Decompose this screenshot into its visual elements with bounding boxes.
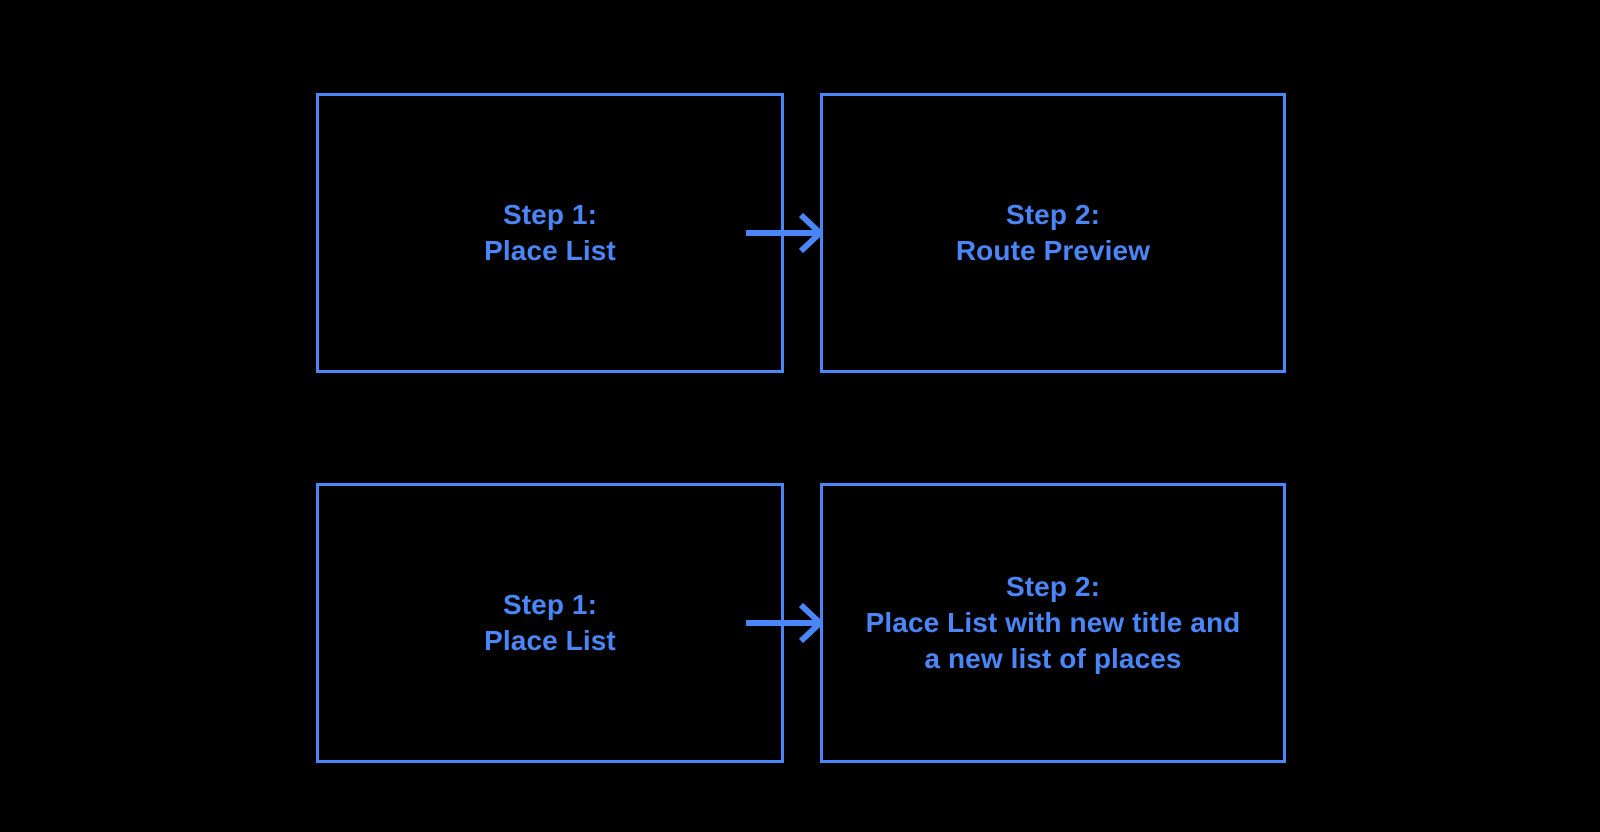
step-box-bottom-step-2[interactable]: Step 2: Place List with new title and a … — [820, 483, 1286, 763]
step-box-label: Step 2: Place List with new title and a … — [865, 571, 1241, 674]
step-box-top-step-1[interactable]: Step 1: Place List — [316, 93, 784, 373]
step-box-label: Step 2: Route Preview — [955, 199, 1151, 266]
arrow-right-icon — [744, 601, 824, 645]
flow-row-top: Step 1: Place List Step 2: Route Preview — [0, 93, 1600, 383]
step-box-top-step-2[interactable]: Step 2: Route Preview — [820, 93, 1286, 373]
step-box-bottom-step-1[interactable]: Step 1: Place List — [316, 483, 784, 763]
flow-row-bottom: Step 1: Place List Step 2: Place List wi… — [0, 483, 1600, 773]
arrow-right-glyph — [746, 602, 824, 644]
arrow-right-glyph — [746, 212, 824, 254]
step-box-label: Step 1: Place List — [484, 589, 616, 656]
step-box-label: Step 1: Place List — [484, 199, 616, 266]
arrow-right-icon — [744, 211, 824, 255]
